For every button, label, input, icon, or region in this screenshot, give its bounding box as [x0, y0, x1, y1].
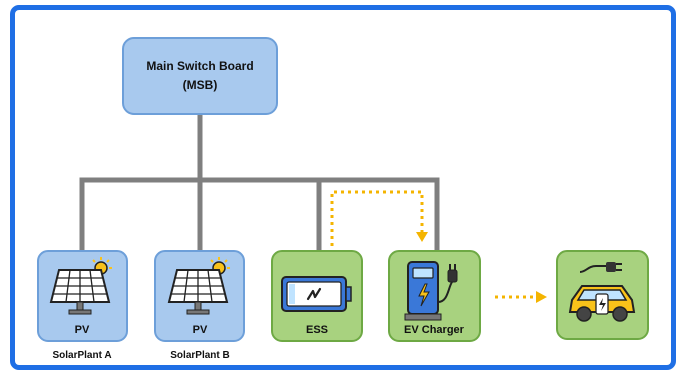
- ev-charger-label: EV Charger: [404, 324, 465, 336]
- msb-node: Main Switch Board (MSB): [122, 37, 278, 115]
- bus-lines: [79, 111, 440, 255]
- charger-to-car-flow: [495, 291, 547, 303]
- pv-b-node: PV: [154, 250, 245, 342]
- pv-b-caption: SolarPlant B: [170, 350, 229, 361]
- pv-b-label: PV: [193, 324, 208, 336]
- ess-label: ESS: [306, 324, 328, 336]
- ev-charger-icon: [404, 261, 458, 321]
- msb-title: Main Switch Board: [146, 59, 253, 73]
- ess-node: ESS: [271, 250, 363, 342]
- ev-charger-node: EV Charger: [388, 250, 481, 342]
- ess-to-charger-flow: [330, 190, 428, 246]
- msb-subtitle: (MSB): [183, 78, 218, 92]
- pv-a-label: PV: [75, 324, 90, 336]
- solar-panel-icon: [49, 257, 112, 315]
- battery-icon: [281, 276, 352, 312]
- flow-arrowhead: [416, 232, 428, 242]
- pv-a-caption: SolarPlant A: [52, 350, 111, 361]
- electric-car-node: [556, 250, 649, 340]
- solar-panel-icon: [167, 257, 230, 315]
- flow-arrowhead: [536, 291, 547, 303]
- electric-car-icon: [568, 262, 636, 322]
- pv-a-node: PV: [37, 250, 128, 342]
